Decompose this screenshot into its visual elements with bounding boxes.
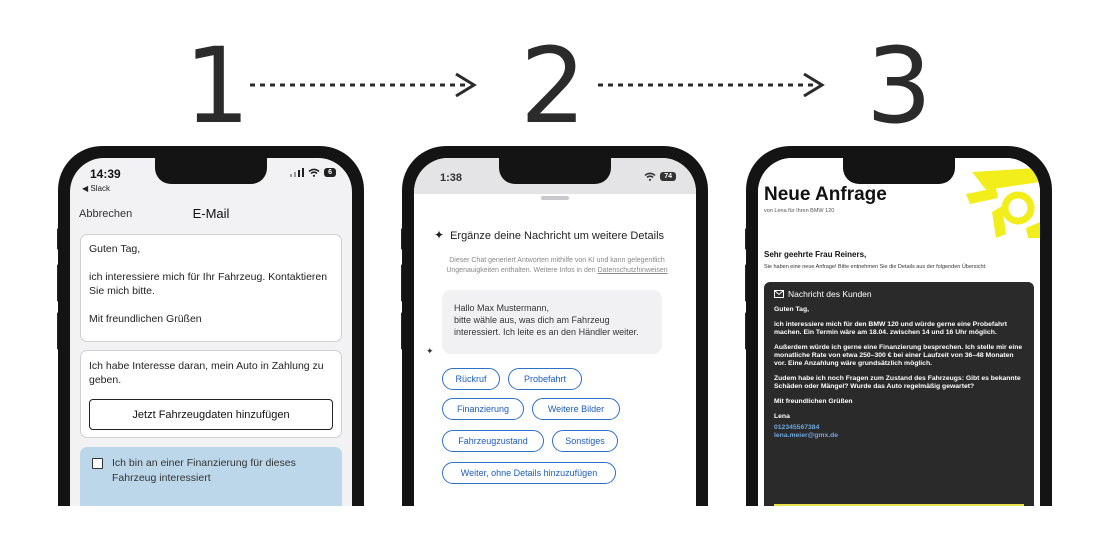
chip-weitere-bilder[interactable]: Weitere Bilder: [532, 398, 620, 420]
salutation-subtext: Sie haben eine neue Anfrage! Bitte entne…: [764, 264, 987, 270]
sparkle-icon: ✦: [426, 346, 434, 356]
arrow-right-icon: [250, 72, 477, 98]
battery-icon: 74: [660, 172, 676, 181]
customer-phone-link[interactable]: 012345567384: [774, 424, 820, 431]
customer-message-title: Nachricht des Kunden: [774, 290, 1024, 298]
ai-disclaimer: Dieser Chat generiert Antworten mithilfe…: [428, 256, 686, 276]
email-title: Neue Anfrage: [764, 184, 887, 205]
wifi-icon: [644, 172, 656, 181]
chat-screen: 1:38 74 ✦ Ergänze deine Nachricht um weit…: [414, 158, 696, 506]
step-number-1: 1: [184, 25, 250, 147]
accent-bar: [774, 504, 1024, 506]
add-vehicle-data-button[interactable]: Jetzt Fahrzeugdaten hinzufügen: [89, 399, 333, 430]
financing-checkbox[interactable]: [92, 458, 103, 469]
phone-notch: [499, 158, 611, 184]
trade-in-card: Ich habe Interesse daran, mein Auto in Z…: [80, 350, 342, 438]
ai-disclaimer-text: Dieser Chat generiert Antworten mithilfe…: [446, 257, 665, 274]
bubble-line: bitte wähle aus, was dich am Fahrzeug in…: [454, 315, 639, 337]
status-icons: 74: [644, 172, 676, 181]
cancel-button[interactable]: Abbrechen: [79, 208, 133, 220]
phone-ai-chat: 1:38 74 ✦ Ergänze deine Nachricht um weit…: [402, 146, 708, 506]
message-line: Guten Tag,: [89, 243, 141, 255]
customer-email-link[interactable]: lena.meier@gmx.de: [774, 432, 839, 439]
message-paragraph: Mit freundlichen Grüßen: [774, 398, 853, 405]
arrow-right-icon: [598, 72, 825, 98]
message-line: Mit freundlichen Grüßen: [89, 313, 202, 325]
chip-skip-details[interactable]: Weiter, ohne Details hinzuzufügen: [442, 462, 616, 484]
chip-sonstiges[interactable]: Sonstiges: [552, 430, 618, 452]
chip-finanzierung[interactable]: Finanzierung: [442, 398, 524, 420]
message-paragraph: Außerdem würde ich gerne eine Finanzieru…: [774, 344, 1023, 367]
chip-rueckruf[interactable]: Rückruf: [442, 368, 500, 390]
bubble-line: Hallo Max Mustermann,: [454, 303, 550, 313]
phone-dealer-email: Neue Anfrage von Lena für Ihren BMW 120 …: [746, 146, 1052, 506]
status-time: 1:38: [440, 172, 463, 184]
back-to-app-link[interactable]: ◀ Slack: [82, 184, 110, 193]
chip-probefahrt[interactable]: Probefahrt: [508, 368, 582, 390]
step-number-2: 2: [520, 25, 586, 147]
chat-heading: ✦ Ergänze deine Nachricht um weitere Deta…: [434, 228, 686, 242]
step-number-3: 3: [866, 25, 932, 147]
signature-name: Lena: [774, 413, 790, 420]
sheet-drag-handle[interactable]: [541, 196, 569, 200]
wifi-icon: [308, 168, 320, 177]
chat-heading-text: Ergänze deine Nachricht um weitere Detai…: [450, 230, 665, 242]
financing-checkbox-label: Ich bin an einer Finanzierung für dieses…: [112, 457, 296, 484]
mail-icon: [774, 290, 784, 298]
email-screen: 14:39 ◀ Slack 6 Abbrechen E-Mail Guten T…: [70, 158, 352, 506]
chip-fahrzeugzustand[interactable]: Fahrzeugzustand: [442, 430, 544, 452]
brand-decoration-icon: [966, 168, 1040, 238]
trade-in-text: Ich habe Interesse daran, mein Auto in Z…: [89, 360, 324, 386]
email-nav-bar: Abbrechen E-Mail: [70, 202, 352, 228]
status-icons: 6: [290, 168, 336, 177]
customer-message-box: Nachricht des Kunden Guten Tag, ich inte…: [764, 282, 1034, 506]
sparkle-icon: ✦: [434, 228, 445, 242]
customer-message-title-text: Nachricht des Kunden: [788, 289, 872, 299]
assistant-message-bubble: Hallo Max Mustermann, bitte wähle aus, w…: [442, 290, 662, 354]
phone-notch: [155, 158, 267, 184]
phone-email-compose: 14:39 ◀ Slack 6 Abbrechen E-Mail Guten T…: [58, 146, 364, 506]
phone-notch: [843, 158, 955, 184]
message-paragraph: Guten Tag,: [774, 306, 809, 313]
battery-icon: 6: [324, 168, 336, 177]
signal-icon: [290, 168, 305, 177]
financing-option[interactable]: Ich bin an einer Finanzierung für dieses…: [80, 447, 342, 506]
dealer-email-screen: Neue Anfrage von Lena für Ihren BMW 120 …: [758, 158, 1040, 506]
salutation: Sehr geehrte Frau Reiners,: [764, 250, 867, 259]
message-paragraph: ich interessiere mich für den BMW 120 un…: [774, 321, 1008, 336]
message-line: ich interessiere mich für Ihr Fahrzeug. …: [89, 271, 328, 297]
privacy-link[interactable]: Datenschutzhinweisen: [597, 267, 668, 274]
email-subtitle: von Lena für Ihren BMW 120: [764, 208, 835, 214]
message-textarea[interactable]: Guten Tag, ich interessiere mich für Ihr…: [80, 234, 342, 342]
page-title: E-Mail: [192, 206, 230, 221]
message-paragraph: Zudem habe ich noch Fragen zum Zustand d…: [774, 375, 1021, 390]
status-time: 14:39: [90, 167, 121, 181]
